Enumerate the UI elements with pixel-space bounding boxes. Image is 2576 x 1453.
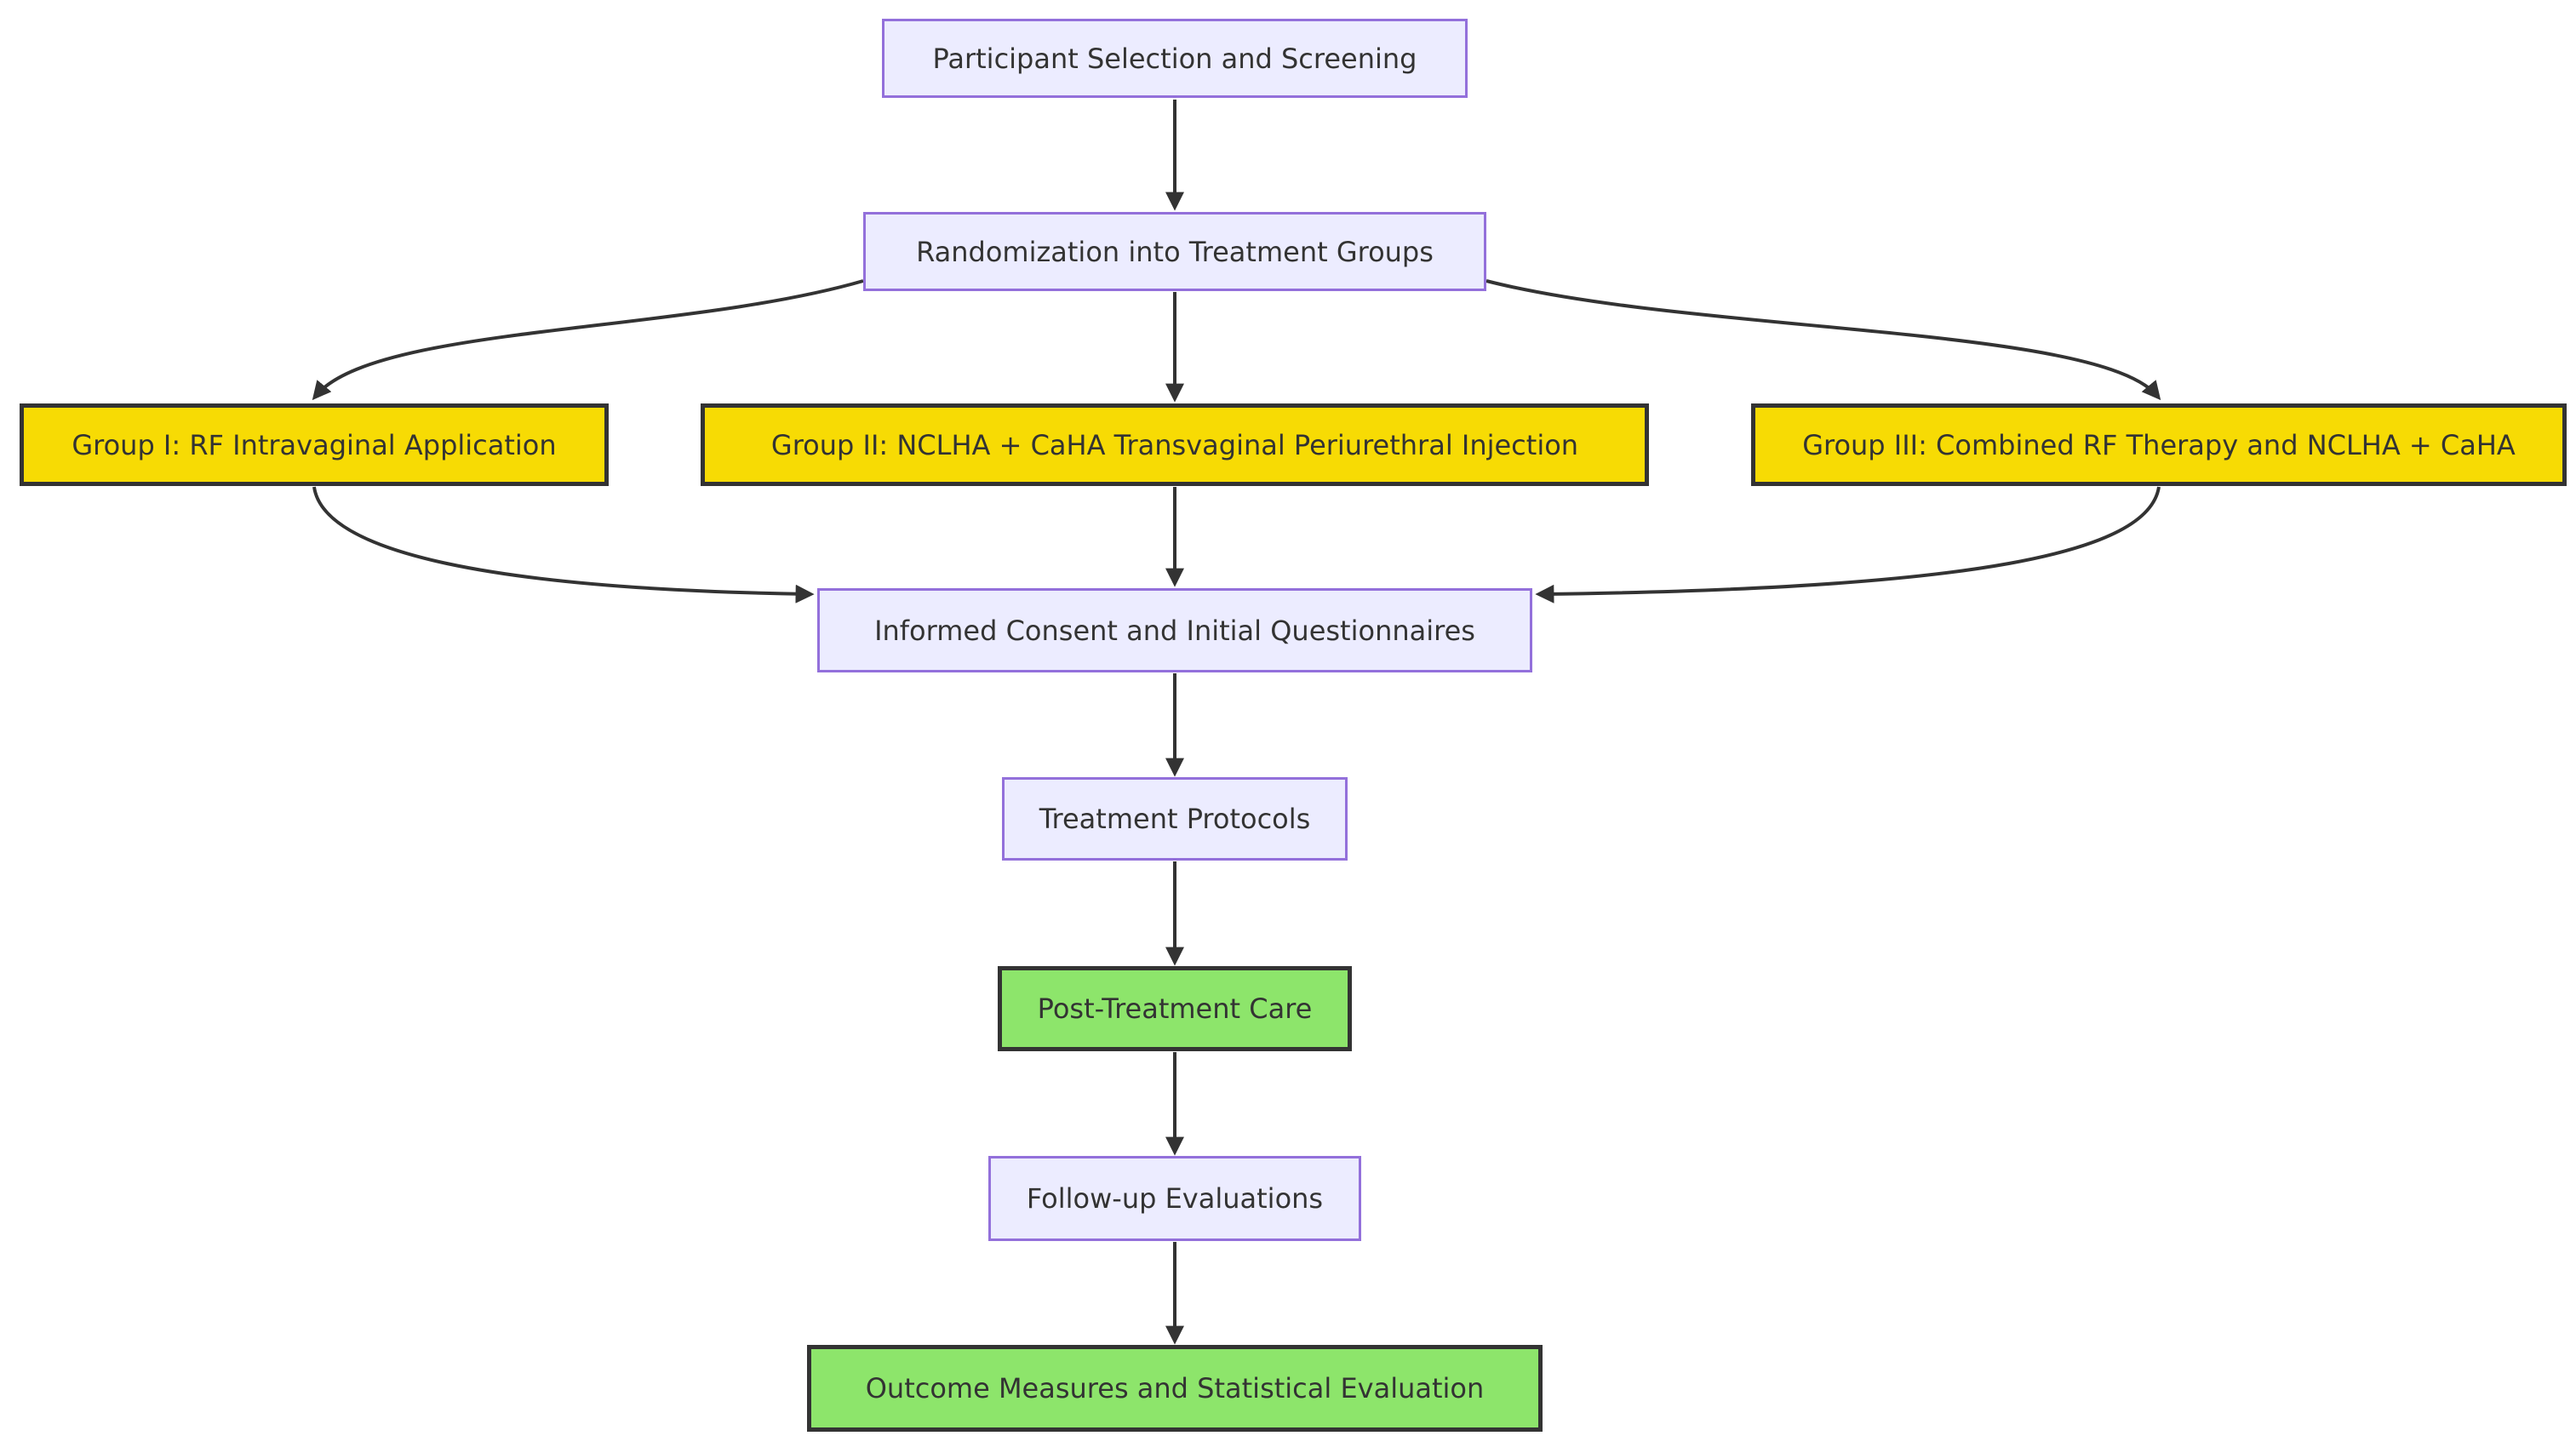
node-group1-label: Group I: RF Intravaginal Application <box>72 428 557 461</box>
node-post-treatment-care-label: Post-Treatment Care <box>1037 993 1313 1025</box>
edge-randomization-to-group3 <box>1485 279 2161 401</box>
node-group1: Group I: RF Intravaginal Application <box>20 403 609 486</box>
edge-group3-to-consent <box>1535 486 2161 604</box>
edge-randomization-to-group1 <box>312 279 864 401</box>
node-followup-evaluations: Follow-up Evaluations <box>988 1156 1361 1241</box>
node-informed-consent: Informed Consent and Initial Questionnai… <box>817 588 1532 672</box>
node-treatment-protocols: Treatment Protocols <box>1002 777 1348 861</box>
node-followup-evaluations-label: Follow-up Evaluations <box>1026 1182 1324 1215</box>
edge-group1-to-consent <box>312 486 815 604</box>
node-treatment-protocols-label: Treatment Protocols <box>1039 803 1311 835</box>
node-group3: Group III: Combined RF Therapy and NCLHA… <box>1751 403 2567 486</box>
node-informed-consent-label: Informed Consent and Initial Questionnai… <box>874 614 1475 647</box>
node-group2: Group II: NCLHA + CaHA Transvaginal Peri… <box>701 403 1649 486</box>
node-outcome-measures: Outcome Measures and Statistical Evaluat… <box>807 1345 1543 1432</box>
node-participant-selection: Participant Selection and Screening <box>882 19 1468 98</box>
node-participant-selection-label: Participant Selection and Screening <box>932 42 1417 75</box>
node-group2-label: Group II: NCLHA + CaHA Transvaginal Peri… <box>770 428 1579 461</box>
node-randomization: Randomization into Treatment Groups <box>863 212 1486 291</box>
node-group3-label: Group III: Combined RF Therapy and NCLHA… <box>1802 428 2516 461</box>
node-randomization-label: Randomization into Treatment Groups <box>916 235 1434 268</box>
node-post-treatment-care: Post-Treatment Care <box>998 966 1352 1051</box>
node-outcome-measures-label: Outcome Measures and Statistical Evaluat… <box>865 1372 1485 1404</box>
